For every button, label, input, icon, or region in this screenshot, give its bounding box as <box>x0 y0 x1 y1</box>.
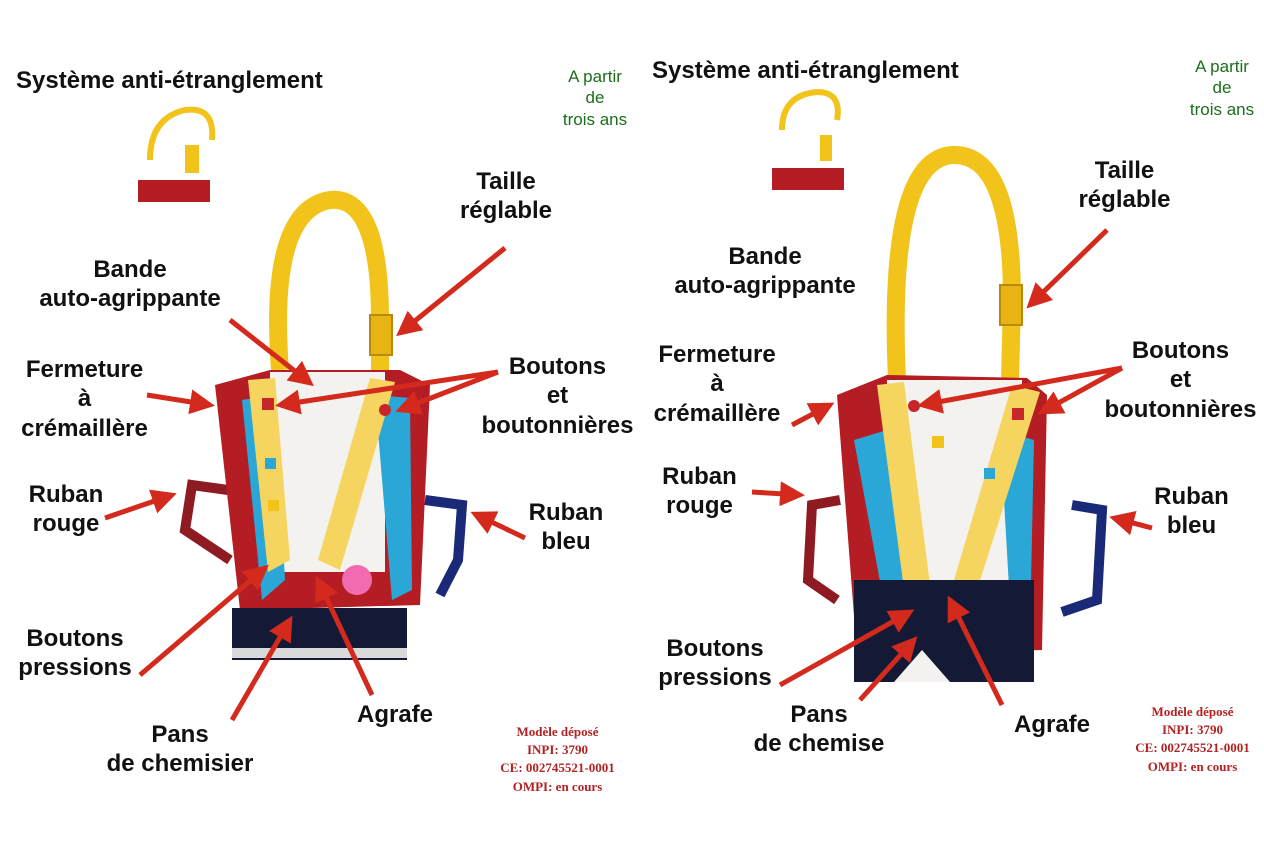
label-boutons-pressions: Boutons pressions <box>658 635 772 692</box>
label-fermeture-cremaillere: Fermeture à crémaillère <box>21 356 148 442</box>
arrow-boutons-2 <box>1037 365 1124 415</box>
adjustable-strap <box>269 190 389 371</box>
button-square-2 <box>1012 408 1024 420</box>
label-pans-chemise: Pans de chemise <box>753 701 885 758</box>
inset-strap-image <box>138 106 216 202</box>
panel-right: Système anti-étranglement A partir de tr… <box>632 0 1264 848</box>
arrow-agrafe <box>315 575 375 697</box>
label-pans-chemisier: Pans de chemisier <box>106 721 254 778</box>
arrow-pressions <box>778 609 915 688</box>
button-square-1 <box>932 436 944 448</box>
arrow-taille <box>1026 228 1109 309</box>
button-square-1 <box>262 398 274 410</box>
label-agrafe: Agrafe <box>356 701 434 728</box>
label-bande-auto-agrippante: Bande auto-agrippante <box>674 243 856 300</box>
arrow-boutons-1 <box>275 369 499 415</box>
arrow-pressions <box>138 564 269 677</box>
label-ruban-bleu: Ruban bleu <box>528 499 604 556</box>
red-ribbon <box>179 479 233 565</box>
blue-ribbon <box>424 495 468 598</box>
adjustable-strap <box>886 146 1022 381</box>
label-boutons-pressions: Boutons pressions <box>18 625 132 682</box>
arrow-ruban-bleu <box>1109 511 1153 536</box>
button-square-3 <box>268 500 279 511</box>
label-ruban-bleu: Ruban bleu <box>1154 483 1229 540</box>
skirt-hem <box>232 648 407 658</box>
title: Système anti-étranglement <box>16 67 323 94</box>
legal-notice: Modèle déposé INPI: 3790 CE: 002745521-0… <box>500 724 615 794</box>
yellow-placket-left <box>248 378 290 572</box>
arrow-ruban-rouge <box>751 481 805 507</box>
button-round-1 <box>908 400 920 412</box>
panel-left: Système anti-étranglement A partir de tr… <box>16 67 634 794</box>
label-boutons-boutonnieres: Boutons et boutonnières <box>1104 337 1257 423</box>
arrow-boutons-1 <box>917 365 1123 414</box>
arrow-fermeture <box>146 389 215 415</box>
arrow-pans <box>858 636 918 702</box>
arrow-ruban-bleu <box>470 511 527 541</box>
yellow-placket-right <box>318 378 395 570</box>
label-taille-reglable: Taille réglable <box>1078 157 1171 214</box>
label-bande-auto-agrippante: Bande auto-agrippante <box>39 256 221 313</box>
arrow-fermeture <box>790 402 835 428</box>
arrow-ruban-rouge <box>104 489 177 521</box>
vest-illustration-right <box>751 88 1153 707</box>
button-square-3 <box>984 468 995 479</box>
arrow-agrafe <box>947 595 1005 707</box>
age-note: A partir de trois ans <box>562 67 628 129</box>
blue-ribbon <box>1060 500 1108 617</box>
skirt-panel <box>854 580 1034 682</box>
vest-blue-right <box>375 395 412 600</box>
label-ruban-rouge: Ruban rouge <box>28 481 104 538</box>
yellow-placket-right <box>954 385 1040 590</box>
pink-pompom <box>342 565 372 595</box>
arrow-bande <box>228 318 314 387</box>
label-fermeture-cremaillere: Fermeture à crémaillère <box>653 341 781 427</box>
title: Système anti-étranglement <box>652 57 959 84</box>
skirt-hem <box>894 650 950 682</box>
yellow-placket-left <box>877 382 932 612</box>
red-ribbon <box>802 495 841 605</box>
vest-illustration-left <box>104 106 527 722</box>
arrow-pans <box>229 615 293 722</box>
button-square-2 <box>265 458 276 469</box>
strap-buckle <box>999 284 1023 326</box>
arrow-boutons-2 <box>395 369 499 415</box>
legal-notice: Modèle déposé INPI: 3790 CE: 002745521-0… <box>1135 704 1250 774</box>
label-taille-reglable: Taille réglable <box>459 168 553 225</box>
inset-strap-image <box>772 88 844 190</box>
label-ruban-rouge: Ruban rouge <box>662 463 737 520</box>
age-note: A partir de trois ans <box>1189 57 1255 119</box>
arrow-taille <box>396 246 507 337</box>
label-agrafe: Agrafe <box>1013 711 1091 738</box>
vest-blue-left <box>854 430 917 620</box>
strap-buckle <box>369 314 393 356</box>
button-round-1 <box>379 404 391 416</box>
label-boutons-boutonnieres: Boutons et boutonnières <box>481 353 634 439</box>
